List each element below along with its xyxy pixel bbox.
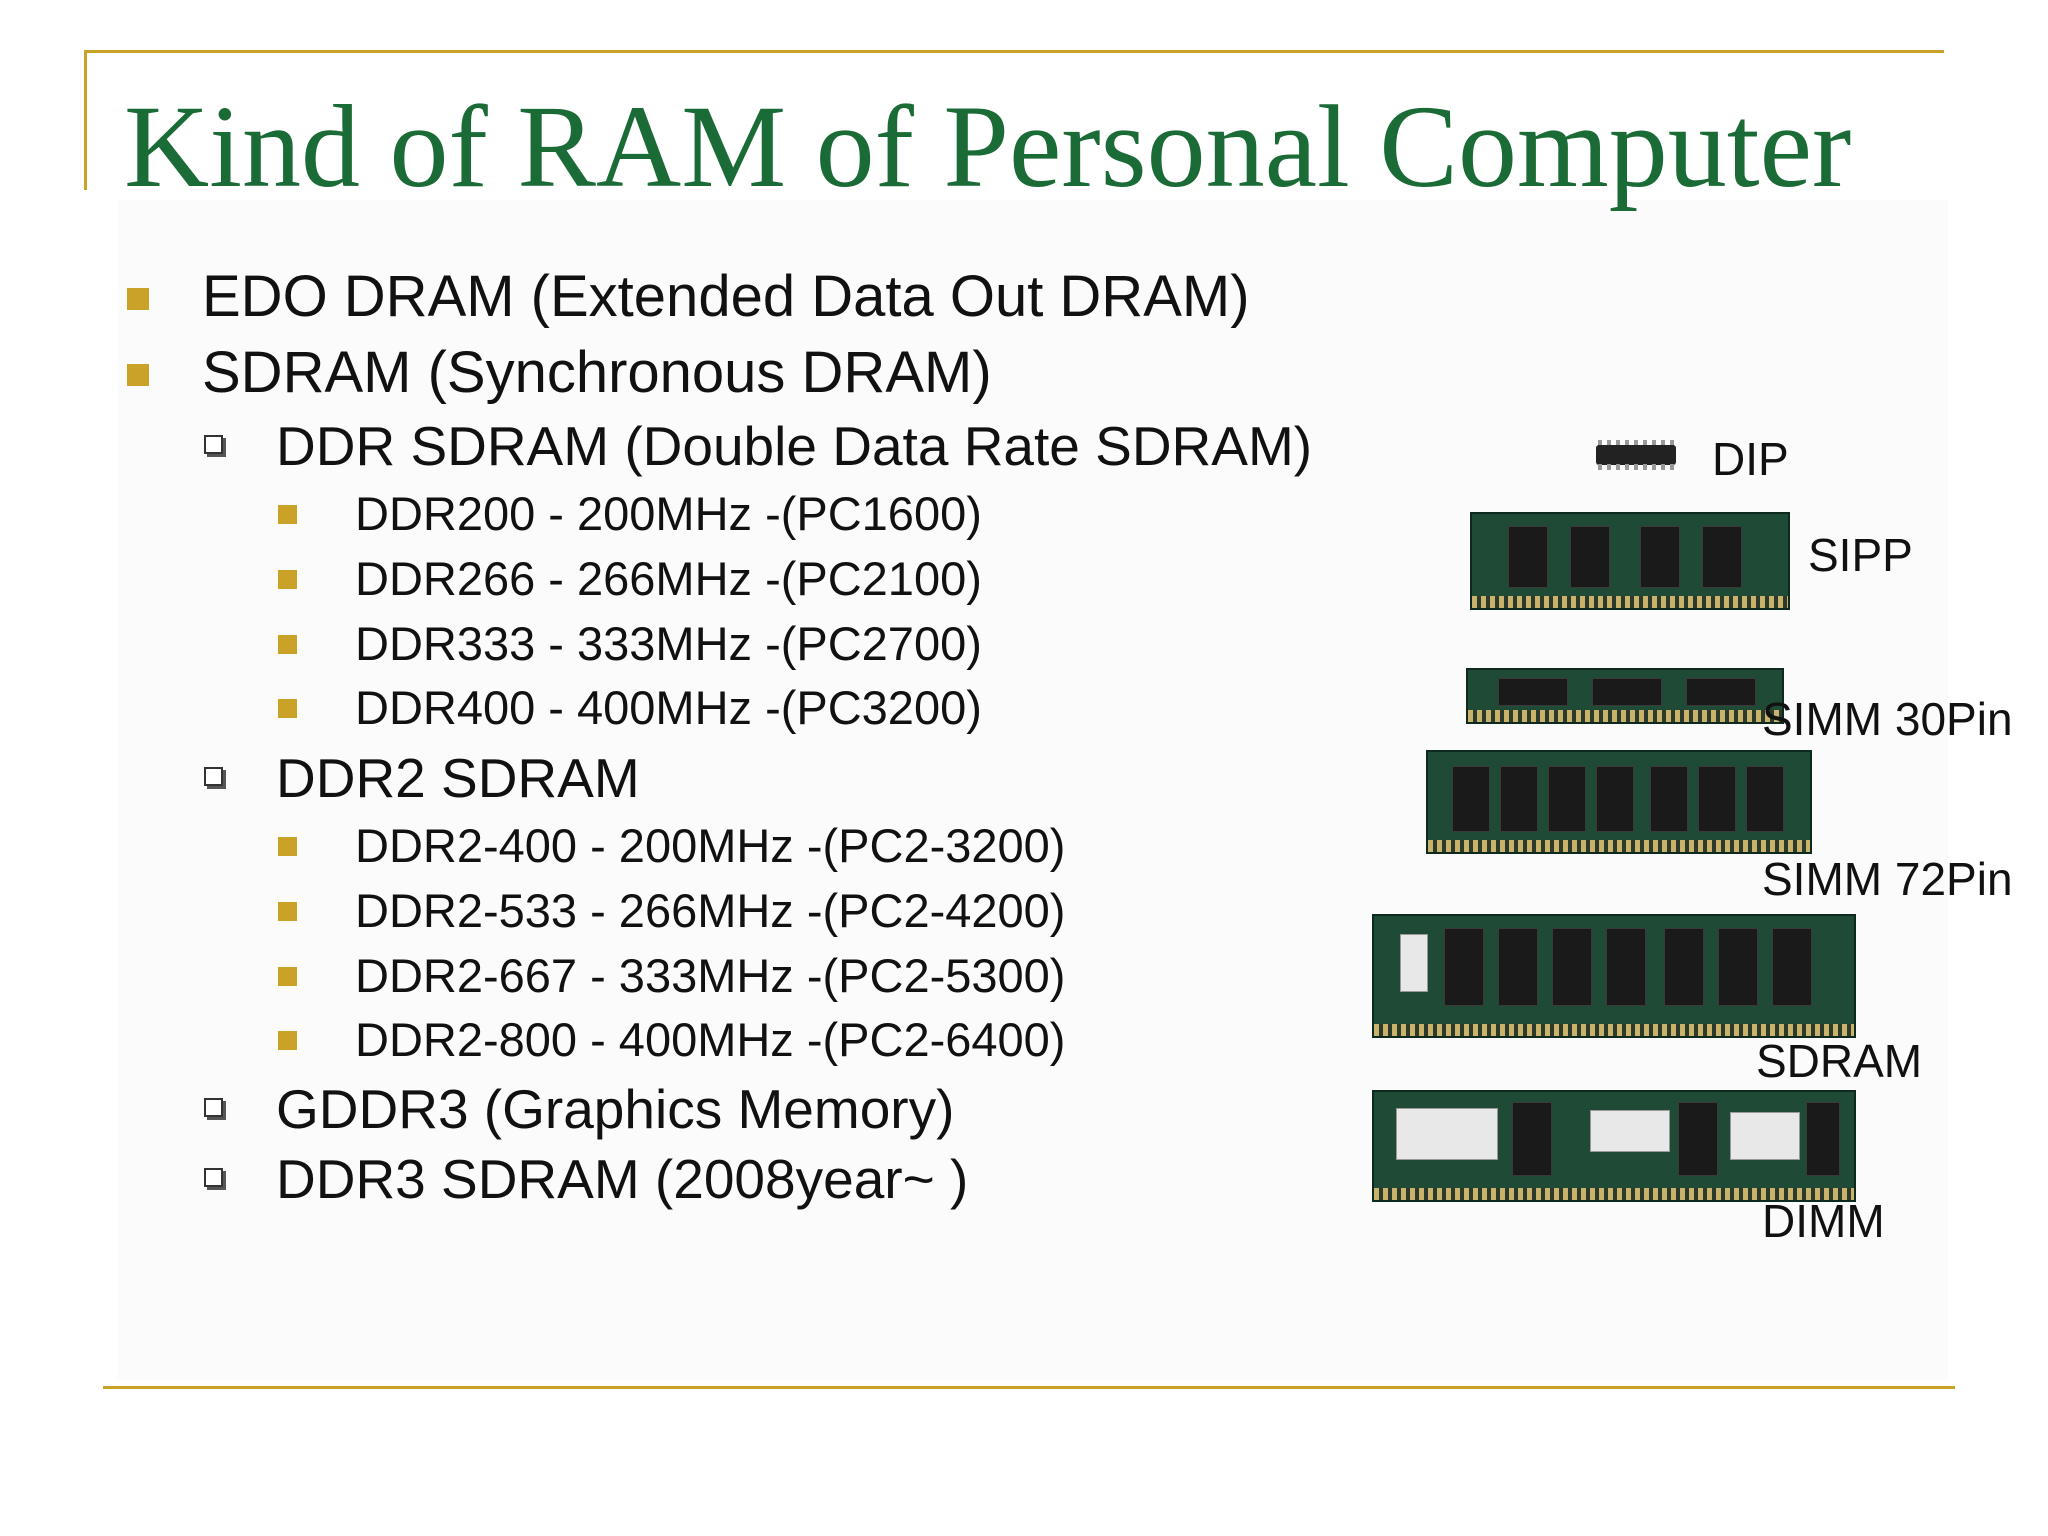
bullet-text: DDR2-667 - 333MHz -(PC2-5300) xyxy=(355,949,1066,1002)
bullet-marker xyxy=(278,570,297,589)
memory-chip xyxy=(1686,678,1756,706)
module-label-sticker xyxy=(1590,1110,1670,1152)
memory-chip xyxy=(1606,928,1646,1006)
module-label-sticker xyxy=(1396,1108,1498,1160)
simm-72pin-module-image xyxy=(1426,750,1812,854)
top-rule xyxy=(84,50,1944,53)
memory-chip xyxy=(1570,526,1610,588)
memory-chip xyxy=(1772,928,1812,1006)
memory-chip xyxy=(1702,526,1742,588)
dimm-module-image xyxy=(1372,1090,1856,1202)
module-pins xyxy=(1374,1188,1854,1200)
memory-chip xyxy=(1498,678,1568,706)
bullet-text: DDR2 SDRAM xyxy=(276,747,640,809)
dip-body xyxy=(1596,445,1676,465)
bullet-text: DDR200 - 200MHz -(PC1600) xyxy=(355,487,982,540)
sub-bullet-marker xyxy=(204,767,223,786)
module-label-dip: DIP xyxy=(1712,433,1789,485)
memory-chip xyxy=(1552,928,1592,1006)
memory-chip xyxy=(1548,766,1586,832)
sub-bullet-marker xyxy=(204,1098,223,1117)
bullet-text: DDR266 - 266MHz -(PC2100) xyxy=(355,552,982,605)
module-pins xyxy=(1472,596,1788,608)
memory-chip xyxy=(1512,1102,1552,1176)
bullet-marker xyxy=(278,635,297,654)
memory-chip xyxy=(1806,1102,1840,1176)
memory-chip xyxy=(1498,928,1538,1006)
memory-chip xyxy=(1592,678,1662,706)
bullet-marker xyxy=(278,967,297,986)
bullet-marker xyxy=(278,505,297,524)
module-label-sipp: SIPP xyxy=(1808,529,1913,581)
bullet-marker xyxy=(278,902,297,921)
left-rule xyxy=(84,50,87,190)
memory-chip xyxy=(1508,526,1548,588)
memory-chip xyxy=(1746,766,1784,832)
dip-legs xyxy=(1598,464,1674,470)
memory-chip xyxy=(1664,928,1704,1006)
memory-chip xyxy=(1452,766,1490,832)
memory-chip xyxy=(1678,1102,1718,1176)
module-pins xyxy=(1374,1024,1854,1036)
memory-chip xyxy=(1650,766,1688,832)
module-pins xyxy=(1468,710,1782,722)
module-label-sdram: SDRAM xyxy=(1756,1035,1923,1087)
module-label-sticker xyxy=(1400,934,1428,992)
dip-legs xyxy=(1598,440,1674,446)
bullet-text: DDR2-533 - 266MHz -(PC2-4200) xyxy=(355,884,1066,937)
sub-bullet-marker xyxy=(204,435,223,454)
bullet-text: DDR2-800 - 400MHz -(PC2-6400) xyxy=(355,1013,1066,1066)
memory-chip xyxy=(1640,526,1680,588)
memory-chip xyxy=(1596,766,1634,832)
bullet-marker xyxy=(278,1031,297,1050)
module-label-sticker xyxy=(1730,1112,1800,1160)
slide-title: Kind of RAM of Personal Computer xyxy=(124,81,1852,212)
bullet-marker xyxy=(127,364,149,386)
bullet-text: DDR3 SDRAM (2008year~ ) xyxy=(276,1148,969,1210)
memory-chip xyxy=(1718,928,1758,1006)
module-pins xyxy=(1428,840,1810,852)
memory-chip xyxy=(1444,928,1484,1006)
bullet-list: EDO DRAM (Extended Data Out DRAM) SDRAM … xyxy=(127,264,1313,1210)
module-label-simm-30pin: SIMM 30Pin xyxy=(1762,693,2013,745)
bullet-text: SDRAM (Synchronous DRAM) xyxy=(202,340,992,405)
bullet-marker xyxy=(127,288,149,310)
bullet-text: GDDR3 (Graphics Memory) xyxy=(276,1078,955,1140)
bullet-text: DDR SDRAM (Double Data Rate SDRAM) xyxy=(276,415,1313,477)
sub-bullet-marker xyxy=(204,1168,223,1187)
sipp-module-image xyxy=(1470,512,1790,610)
bullet-text: EDO DRAM (Extended Data Out DRAM) xyxy=(202,264,1250,329)
module-label-dimm: DIMM xyxy=(1762,1195,1885,1247)
bullet-text: DDR400 - 400MHz -(PC3200) xyxy=(355,681,982,734)
bullet-marker xyxy=(278,837,297,856)
memory-chip xyxy=(1500,766,1538,832)
module-label-simm-72pin: SIMM 72Pin xyxy=(1762,853,2013,905)
bottom-rule xyxy=(103,1386,1955,1389)
bullet-marker xyxy=(278,699,297,718)
simm-30pin-module-image xyxy=(1466,668,1784,724)
bullet-text: DDR2-400 - 200MHz -(PC2-3200) xyxy=(355,819,1066,872)
sdram-module-image xyxy=(1372,914,1856,1038)
bullet-text: DDR333 - 333MHz -(PC2700) xyxy=(355,617,982,670)
memory-chip xyxy=(1698,766,1736,832)
